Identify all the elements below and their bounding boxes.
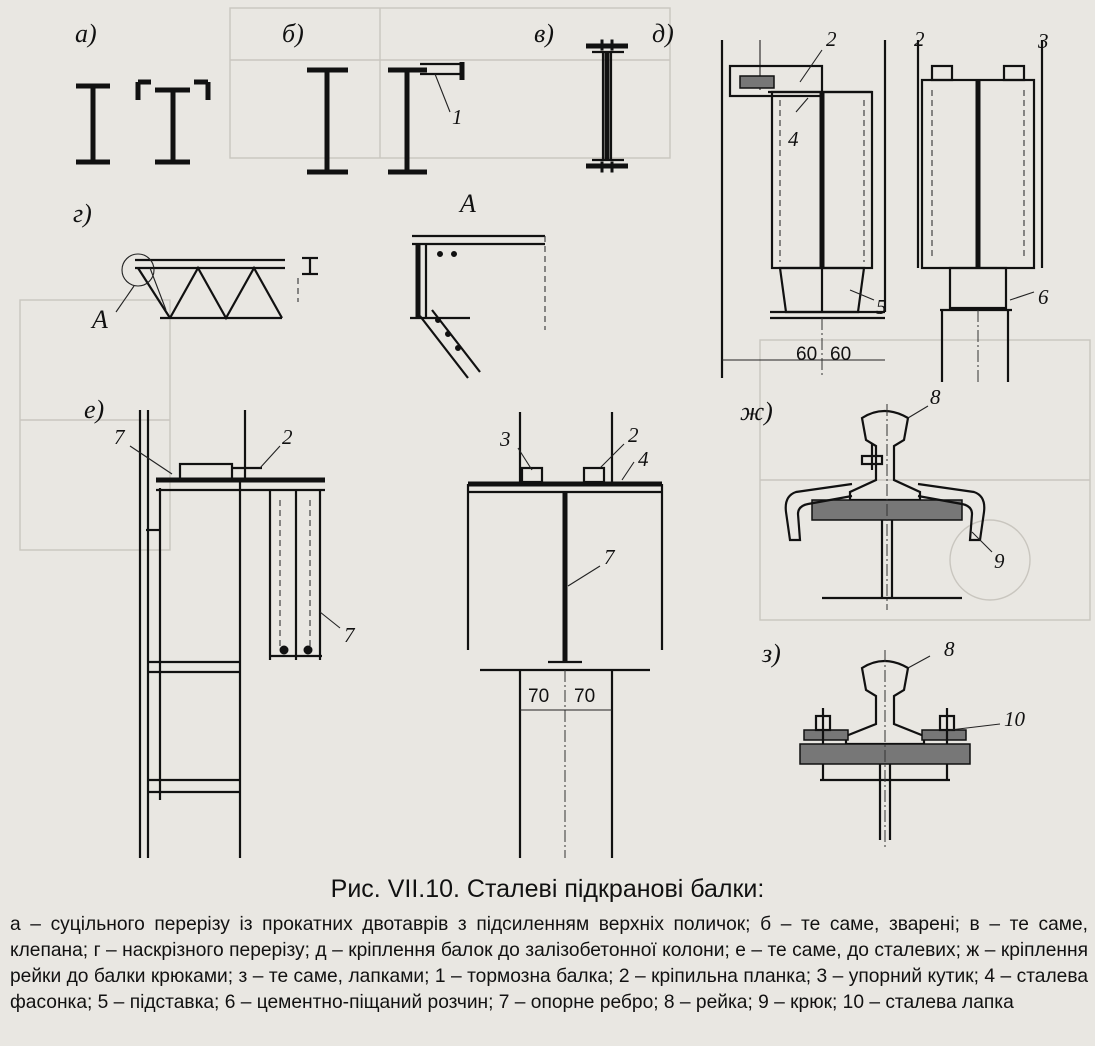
panel-v-riveted-beam: в) [534,19,628,173]
panel-label-b: б) [282,19,304,48]
panel-b-welded-beam: б) 1 [282,19,465,175]
steel-crane-beams-drawing: а) б) 1 в) [19,7,1091,858]
callout-2-e: 2 [282,425,293,449]
callout-2-d-right: 2 [914,27,925,51]
callout-7-e-mid: 7 [604,545,616,569]
callout-2-e-mid: 2 [628,423,639,447]
panel-label-v: в) [534,19,554,48]
callout-8-zh: 8 [930,385,941,409]
callout-5: 5 [876,295,887,319]
panel-label-z: з) [761,639,781,668]
figure-caption: а – суцільного перерізу із прокатних дво… [10,914,1088,1013]
callout-8-z: 8 [944,637,955,661]
bleed-through-background [19,7,1091,621]
panel-label-zh: ж) [740,397,773,426]
callout-1: 1 [452,105,463,129]
panel-z-clamp-rail-fastening: з) 8 10 [761,637,1026,850]
callout-7-e: 7 [114,425,126,449]
dim-d-left: 60 [796,344,817,365]
callout-3-e: 3 [499,427,511,451]
panel-e-steel-column-connection: е) 7 2 7 [84,395,664,858]
panel-d-rc-column-connection: д) 60 60 2 4 5 [652,19,1049,382]
dim-d-right: 60 [830,344,851,365]
node-a-title: А [458,189,476,218]
figure-title: Рис. VII.10. Сталеві підкранові балки: [330,875,765,903]
node-label-a-callout: А [90,305,108,334]
callout-10: 10 [1004,707,1026,731]
callout-3-d: 3 [1037,29,1049,53]
callout-4-e: 4 [638,447,649,471]
panel-label-g: г) [73,199,92,228]
panel-label-e: е) [84,395,104,424]
panel-label-a: а) [75,19,97,48]
callout-6: 6 [1038,285,1049,309]
dim-e-right: 70 [574,686,595,707]
callout-4-d: 4 [788,127,799,151]
panel-label-d: д) [652,19,674,48]
callout-2-d: 2 [826,27,837,51]
panel-g-truss-beam: г) А А [73,189,546,379]
dim-e-left: 70 [528,686,549,707]
panel-a-rolled-i-beam: а) [75,19,211,165]
callout-9: 9 [994,549,1005,573]
panel-zh-hook-rail-fastening: ж) 8 9 [740,385,1005,610]
callout-7-e-rib: 7 [344,623,356,647]
